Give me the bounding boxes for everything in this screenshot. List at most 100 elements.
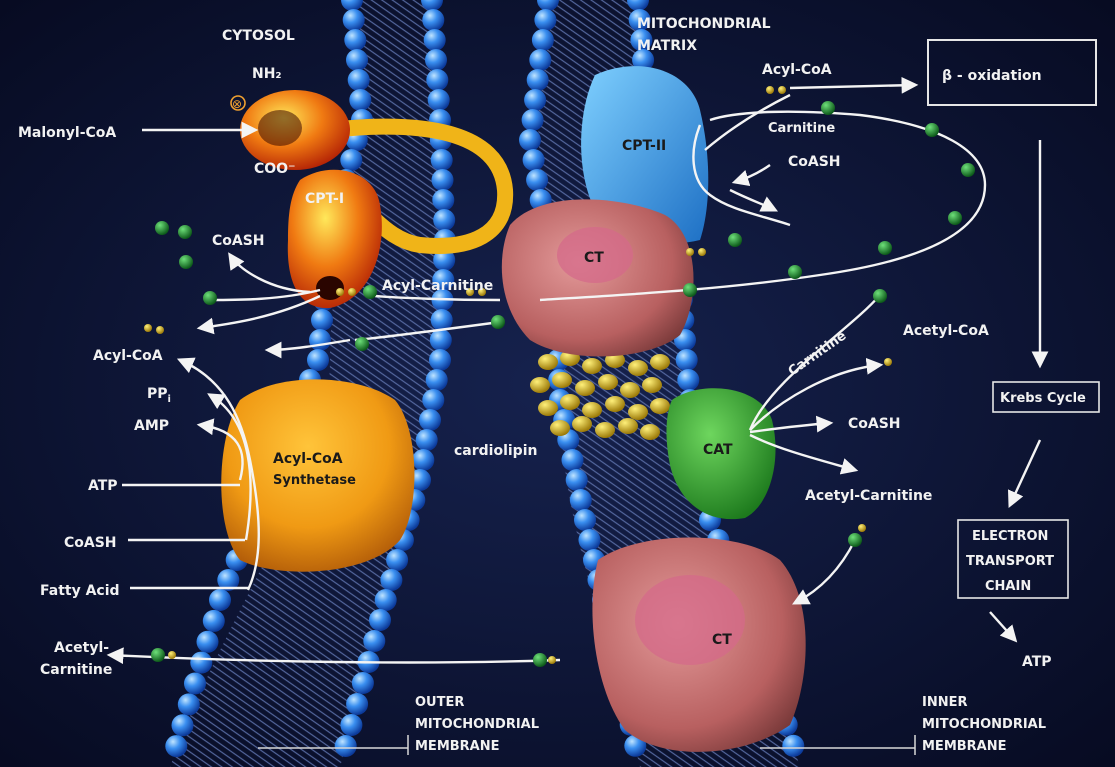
carnitine-molecule [151,648,165,662]
cardiolipin-molecule [620,382,640,398]
lipid-head [676,349,698,371]
carnitine-molecule [961,163,975,177]
lipid-head [424,29,446,51]
cardiolipin-molecule [618,418,638,434]
etc-label-line1: ELECTRON [972,529,1048,544]
lipid-head [178,693,200,715]
lipid-head [375,589,397,611]
lipid-head [519,129,541,151]
lipid-head [677,369,699,391]
ct-lower-enzyme: CT [592,538,805,752]
acyl-group-molecule [686,248,694,256]
cardiolipin-molecule [628,404,648,420]
lipid-head [346,693,368,715]
cardiolipin-molecule [552,372,572,388]
carnitine-molecule [533,653,547,667]
inhibit-icon: ⊗ [232,97,242,111]
lipid-head [311,309,333,331]
coash-label-cat: CoASH [848,416,901,432]
cat-label: CAT [703,442,733,458]
lipid-head [335,735,357,757]
coo-label: COO⁻ [254,161,295,177]
lipid-head [431,149,453,171]
acyl-group-molecule [766,86,774,94]
acyl-group-molecule [168,651,176,659]
lipid-head [209,589,231,611]
lipid-head [782,735,804,757]
lipid-head [433,209,455,231]
etc-label-line2: TRANSPORT [966,554,1054,569]
amp-label: AMP [134,418,169,434]
cardiolipin-molecule [572,416,592,432]
coash-label-upper: CoASH [212,233,265,249]
acyl-coa-label-matrix: Acyl-CoA [762,62,832,78]
atp-label-etc: ATP [1022,654,1052,670]
inner-membrane-label-2: MITOCHONDRIAL [922,717,1046,732]
atp-label-cytosol: ATP [88,478,118,494]
cardiolipin-molecule [595,422,615,438]
lipid-head [352,672,374,694]
lipid-head [570,489,592,511]
acyl-group-molecule [144,324,152,332]
carnitine-molecule [203,291,217,305]
cardiolipin-molecule [530,377,550,393]
nh2-label: NH₂ [252,66,282,82]
cardiolipin-molecule [582,402,602,418]
lipid-head [430,329,452,351]
cpt1-label: CPT-I [305,191,344,207]
malonyl-coa-label: Malonyl-CoA [18,125,116,141]
carnitine-molecule [878,241,892,255]
carnitine-molecule [683,283,697,297]
carnitine-molecule [925,123,939,137]
carnitine-molecule [948,211,962,225]
cardiolipin-molecule [582,358,602,374]
cardiolipin-molecule [650,398,670,414]
ct-upper-label: CT [584,250,604,266]
lipid-head [309,329,331,351]
beta-oxidation-label: β - oxidation [942,68,1042,84]
lipid-head [190,652,212,674]
lipid-head [432,169,454,191]
cardiolipin-molecule [575,380,595,396]
lipid-head [343,9,365,31]
lipid-head [172,714,194,736]
lipid-head [429,349,451,371]
carnitine-molecule [848,533,862,547]
lipid-head [425,49,447,71]
lipid-head [522,109,544,131]
acyl-group-molecule [778,86,786,94]
fatty-acid-label: Fatty Acid [40,583,120,599]
lipid-head [426,369,448,391]
carnitine-molecule [155,221,169,235]
lipid-head [532,29,554,51]
carnitine-molecule [491,315,505,329]
lipid-head [307,349,329,371]
lipid-head [348,69,370,91]
acyl-coa-label-cytosol: Acyl-CoA [93,348,163,364]
outer-membrane-label-2: MITOCHONDRIAL [415,717,539,732]
cardiolipin-molecule [538,354,558,370]
carnitine-molecule [728,233,742,247]
lipid-head [344,29,366,51]
acetyl-carnitine-label-cytosol-2: Carnitine [40,662,112,678]
cpt2-label: CPT-II [622,138,666,154]
matrix-label-line2: MATRIX [637,38,697,54]
synthetase-label-line1: Acyl-CoA [273,451,343,467]
lipid-head [416,429,438,451]
cardiolipin-label: cardiolipin [454,443,537,459]
lipid-head [534,9,556,31]
acyl-group-molecule [348,288,356,296]
outer-membrane-label-1: OUTER [415,695,464,710]
carnitine-molecule [363,285,377,299]
lipid-head [412,449,434,471]
lipid-head [349,89,371,111]
lipid-head [579,529,601,551]
lipid-head [419,409,441,431]
lipid-head [369,609,391,631]
cardiolipin-molecule [640,424,660,440]
lipid-head [184,673,206,695]
lipid-head [566,469,588,491]
inner-membrane-label-3: MEMBRANE [922,739,1007,754]
carnitine-molecule [355,337,369,351]
